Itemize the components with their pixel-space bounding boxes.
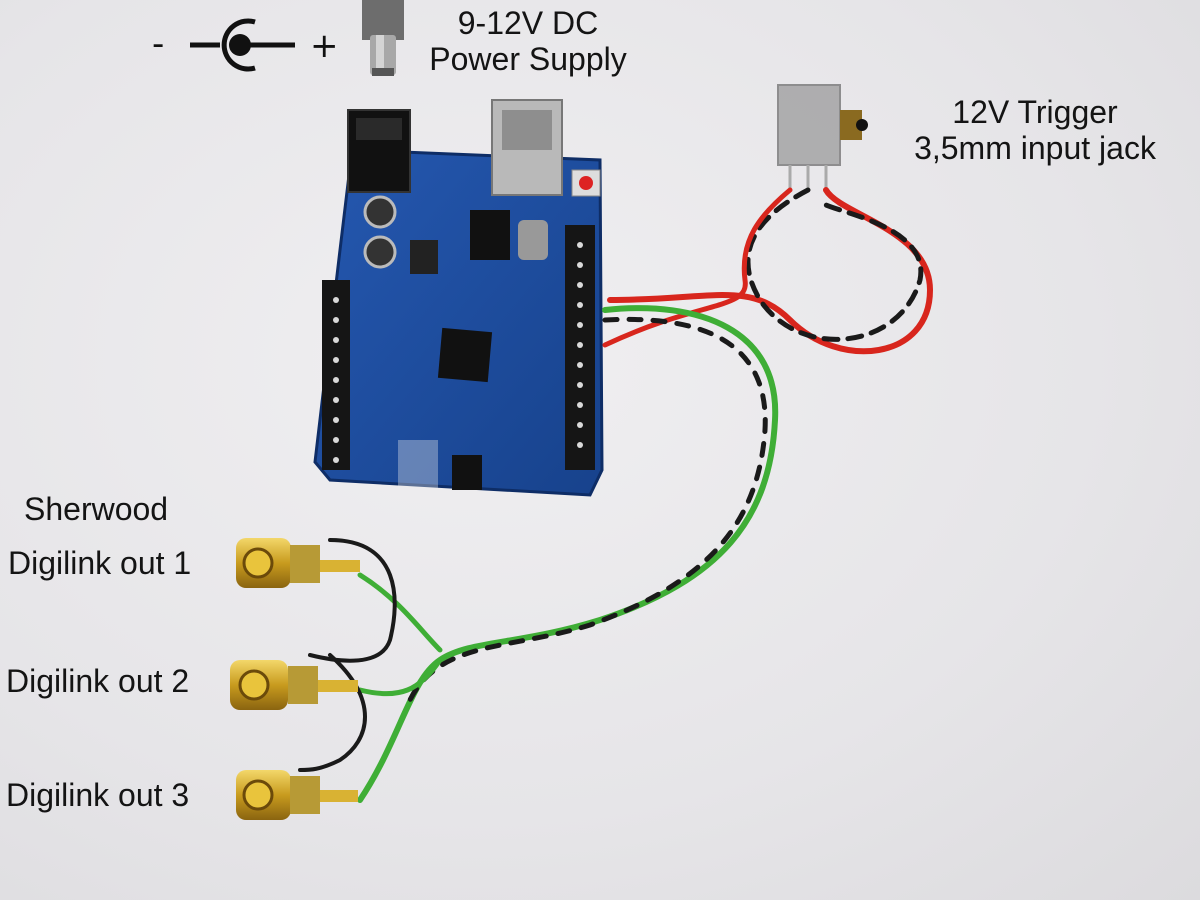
minus-sign: - [152, 24, 165, 64]
dc-polarity-symbol [190, 18, 295, 72]
sherwood-label: Sherwood [24, 491, 169, 527]
mcu-chip [437, 327, 493, 383]
digilink-out-1-label: Digilink out 1 [8, 545, 192, 581]
rca-jack-3 [236, 770, 358, 820]
plus-sign: + [310, 26, 339, 66]
power-supply-label: 9-12V DC Power Supply [408, 5, 648, 78]
power-label-line1: 9-12V DC [457, 5, 599, 41]
power-label-line2: Power Supply [429, 40, 627, 77]
arduino-board [313, 99, 604, 497]
trigger-input-jack [777, 84, 868, 190]
rca-jack-1 [236, 538, 360, 588]
trigger-label-line1: 12V Trigger [952, 94, 1118, 130]
trigger-label: 12V Trigger 3,5mm input jack [890, 94, 1180, 167]
dc-barrel-plug [362, 0, 404, 76]
signal-wire-green [298, 305, 779, 803]
trigger-label-line2: 3,5mm input jack [914, 129, 1156, 166]
digilink-out-2-label: Digilink out 2 [6, 663, 190, 699]
digilink-out-3-label: Digilink out 3 [6, 777, 190, 813]
rca-jack-2 [230, 660, 358, 710]
trigger-wire-loop [602, 187, 934, 355]
